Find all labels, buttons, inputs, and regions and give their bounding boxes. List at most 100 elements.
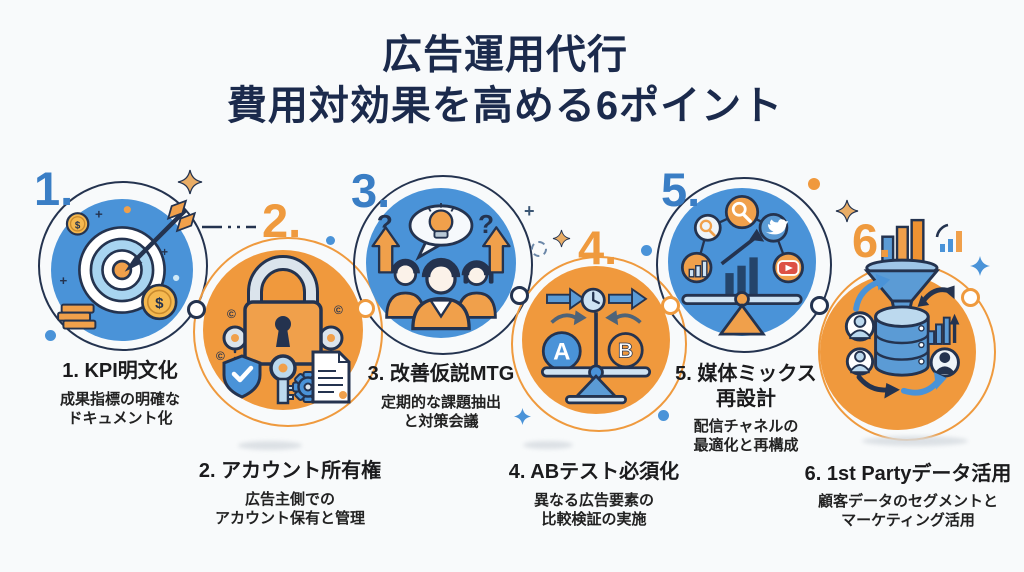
orange-dot (123, 206, 131, 214)
ring-node (510, 286, 529, 305)
page-title: 広告運用代行 費用対効果を高める6ポイント (226, 33, 784, 128)
clock-icon (580, 287, 606, 313)
padlock-keys-security-icon: © © © (216, 255, 351, 405)
speech-bubble-idea-icon (408, 203, 474, 261)
point-5-subtitle: 配信チャネルの 最適化と再構成 (693, 418, 799, 454)
point-6-subtitle: 顧客データのセグメントと マーケティング活用 (817, 493, 998, 529)
curved-arrow (550, 310, 587, 326)
point-6-heading: 6. 1st Partyデータ活用 (804, 463, 1012, 485)
sparkle-icon (552, 229, 571, 248)
point-5-ring (656, 177, 832, 353)
arrow-shaft (132, 208, 188, 263)
search-small-icon (693, 213, 722, 242)
copyright-mark: © (227, 307, 236, 321)
user-avatar (845, 347, 875, 376)
ring-node (961, 288, 980, 307)
question-mark: ? (478, 209, 494, 239)
dollar-coin-icon: $ (65, 212, 90, 236)
arrow-head (124, 255, 143, 272)
right-arrow (608, 287, 648, 311)
ring-node (810, 296, 829, 315)
plus-mark: + (60, 273, 68, 288)
point-2-number: 2. (262, 194, 302, 247)
target-arrow-coins-icon: + + + $ $ (57, 199, 197, 330)
blue-dot (658, 410, 669, 421)
copyright-mark: © (334, 303, 343, 317)
variant-a-circle: A (541, 331, 582, 371)
point-6-shadow (862, 436, 968, 446)
seesaw-base (717, 303, 767, 336)
svg-text:B: B (618, 339, 633, 363)
sparkle-icon (177, 169, 203, 195)
growth-chart (927, 313, 960, 345)
point-3-ring (353, 175, 533, 355)
blue-dot (45, 330, 56, 341)
curved-arrow (853, 273, 891, 312)
signal-chart-icon (935, 223, 962, 252)
svg-text:$: $ (155, 295, 164, 312)
up-arrow (482, 226, 511, 274)
point-2-heading: 2. アカウント所有権 (198, 460, 382, 482)
point-4-shadow (523, 441, 573, 449)
scale-base-bar (565, 395, 627, 405)
document-icon (311, 350, 351, 404)
point-4-ring (511, 256, 687, 432)
ab-test-balance-icon: A B (540, 287, 652, 405)
svg-text:A: A (553, 338, 570, 365)
point-2-subtitle: 広告主側での アカウント保有と管理 (214, 491, 365, 527)
blue-dot (326, 236, 335, 245)
user-avatar-dark (929, 347, 960, 378)
point-4-subtitle: 異なる広告要素の 比較検証の実施 (533, 492, 654, 528)
plus-mark: + (95, 207, 103, 222)
arrow-fletch (166, 199, 188, 220)
point-4-heading: 4. ABテスト必須化 (508, 461, 680, 483)
point-3-subtitle: 定期的な課題抽出 と対策会議 (380, 394, 501, 430)
user-avatar (844, 311, 876, 342)
orange-dot (808, 178, 820, 190)
plus-mark: + (524, 201, 535, 221)
copyright-mark: © (216, 349, 225, 363)
light-dot (173, 274, 180, 282)
media-mix-balance-icon (680, 194, 804, 336)
right-arrow (546, 287, 586, 311)
point-5-number: 5. (661, 163, 701, 216)
dollar-coin-icon: $ (141, 283, 178, 321)
point-3-heading: 3. 改善仮説MTG (367, 363, 515, 385)
curved-arrow (856, 374, 900, 399)
blue-dot (641, 245, 652, 256)
search-icon (724, 194, 760, 230)
shield-check-icon (222, 354, 262, 399)
bar-chart-icon (680, 251, 713, 284)
up-arrow (371, 226, 400, 274)
growth-chart (720, 228, 765, 296)
arrow-fletch (175, 211, 197, 233)
ring-node (661, 296, 680, 315)
point-6-number: 6. (852, 214, 892, 267)
point-1-number: 1. (34, 162, 74, 215)
curved-arrow (605, 310, 642, 326)
double-curved-arrow (917, 285, 955, 307)
plus-mark: + (161, 247, 168, 259)
database-icon (874, 305, 930, 377)
svg-text:$: $ (75, 220, 81, 231)
youtube-icon (772, 251, 804, 284)
sparkle-icon (970, 256, 990, 276)
point-5-heading: 5. 媒体ミックス 再設計 (675, 363, 817, 410)
point-3-number: 3. (351, 164, 391, 217)
sparkle-icon (514, 408, 531, 425)
coin-stack (57, 303, 97, 330)
point-1-heading: 1. KPI明文化 (62, 360, 178, 382)
data-funnel-database-icon (844, 218, 960, 399)
point-1-subtitle: 成果指標の明確な ドキュメント化 (59, 391, 180, 427)
point-1-ring (38, 181, 208, 351)
person-center (411, 257, 471, 331)
dashed-circle (531, 241, 547, 257)
point-4-number: 4. (578, 221, 618, 274)
